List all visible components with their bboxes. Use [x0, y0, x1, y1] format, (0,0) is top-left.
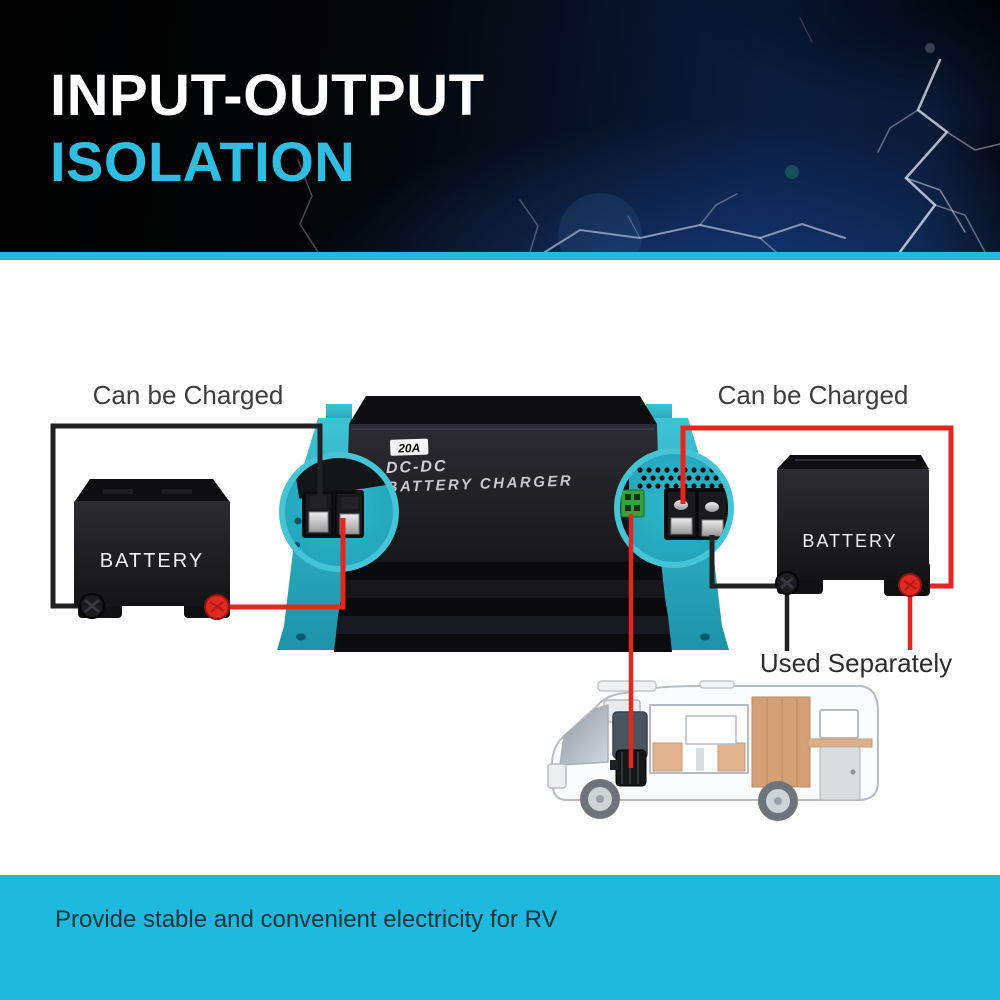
anderson-connector-pair — [302, 490, 364, 538]
rv-front-wheel — [580, 779, 620, 819]
rv-door — [819, 746, 861, 801]
battery-lid — [75, 479, 229, 501]
rv-table-leg — [696, 748, 704, 771]
lightning-graphic — [297, 17, 1000, 252]
rv-tv — [685, 715, 737, 745]
battery-label: BATTERY — [100, 550, 204, 572]
positive-terminal — [898, 573, 922, 597]
charger-name-line2: BATTERY CHARGER — [386, 472, 573, 496]
charger-top-ridge — [349, 396, 657, 424]
header-subtitle: ISOLATION — [50, 130, 356, 193]
wire-right-positive — [680, 425, 954, 589]
rv-bench-seat — [717, 742, 746, 772]
battery-lid — [777, 455, 929, 469]
header-title: INPUT-OUTPUT — [50, 63, 485, 128]
right-battery: BATTERY — [775, 455, 930, 597]
rv-rear-window — [819, 709, 859, 739]
footer-banner: Provide stable and convenient electricit… — [0, 875, 1000, 1000]
charger-name-line1: DC-DC — [386, 458, 448, 477]
battery-body — [74, 500, 230, 606]
wire-left-positive — [220, 518, 346, 610]
right-can-be-charged-label: Can be Charged — [717, 380, 909, 410]
wire-right-negative — [709, 535, 790, 589]
charger-print: 20A DC-DC BATTERY CHARGER — [386, 438, 573, 496]
rv-wood-closet — [751, 696, 811, 788]
panel-screw — [294, 517, 302, 525]
left-can-be-charged-label: Can be Charged — [92, 380, 284, 410]
wire-left-negative — [50, 423, 323, 609]
left-battery: BATTERY — [74, 479, 230, 620]
footer-caption: Provide stable and convenient electricit… — [55, 906, 558, 933]
rv-rear-wheel — [758, 781, 798, 821]
rv-door-handle — [850, 769, 856, 775]
anderson-connector-pair — [664, 488, 728, 540]
positive-terminal — [204, 594, 230, 620]
rv-roof-vent — [699, 680, 735, 689]
rv-trim-band — [807, 738, 873, 748]
amp-badge-text: 20A — [397, 441, 420, 456]
negative-terminal — [775, 571, 799, 595]
amp-badge — [390, 438, 429, 456]
bracket-screw-hole — [296, 633, 306, 641]
rv-bench-seat — [652, 742, 683, 772]
charger-face — [345, 424, 661, 562]
rv-bumper — [547, 763, 567, 789]
battery-body — [777, 468, 929, 580]
header-banner: INPUT-OUTPUT ISOLATION — [0, 0, 1000, 252]
rv-illustration — [547, 680, 879, 821]
cyan-divider-strip — [0, 252, 1000, 260]
rv-roof-box — [597, 680, 657, 692]
green-terminal-block — [620, 489, 645, 518]
negative-terminal — [79, 593, 105, 619]
battery-label: BATTERY — [802, 531, 897, 551]
rv-windshield — [559, 704, 609, 766]
bracket-screw-hole — [700, 633, 710, 641]
used-separately-label: Used Separately — [759, 648, 953, 678]
